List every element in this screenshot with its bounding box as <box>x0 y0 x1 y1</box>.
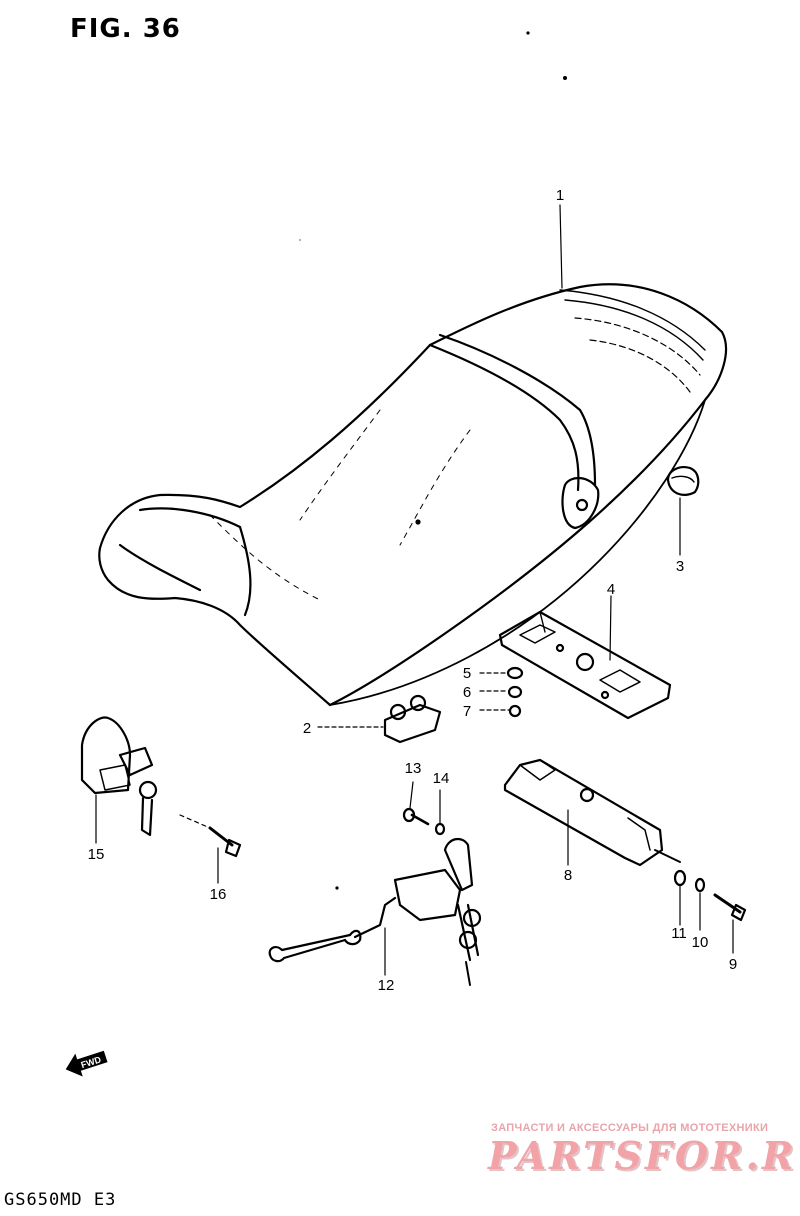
screw-13-drawing <box>402 807 430 826</box>
callout-1: 1 <box>556 187 564 204</box>
model-code: GS650MD E3 <box>4 1190 117 1210</box>
nut-drawing <box>507 685 523 699</box>
watermark-tagline: ЗАПЧАСТИ И АКСЕССУАРЫ ДЛЯ МОТОТЕХНИКИ <box>491 1122 769 1134</box>
bolt-9-drawing <box>713 893 747 922</box>
washer-11-drawing <box>673 869 687 887</box>
leader-lines <box>95 204 734 976</box>
cushion-drawing <box>666 466 700 496</box>
washer-14-drawing <box>434 822 446 836</box>
callout-7: 7 <box>463 703 471 720</box>
lock-set-drawing <box>80 716 158 837</box>
callout-2: 2 <box>303 720 311 737</box>
forward-arrow-icon: FWD <box>65 1050 108 1077</box>
callout-8: 8 <box>564 867 572 884</box>
seat-drawing <box>98 283 727 707</box>
callout-12: 12 <box>378 977 395 994</box>
hinge-bracket-drawing <box>503 758 681 867</box>
seat-bracket-drawing <box>498 610 672 720</box>
callout-11: 11 <box>671 925 687 942</box>
watermark-logo: PARTSFOR.RU <box>488 1133 800 1178</box>
washer-drawing <box>506 666 524 680</box>
callout-10: 10 <box>692 934 709 951</box>
watermark-logo-shadow: PARTSFOR.RU <box>490 1135 800 1180</box>
bolt-16-drawing <box>208 826 242 858</box>
callout-13: 13 <box>405 760 422 777</box>
callout-15: 15 <box>88 846 105 863</box>
fwd-label: FWD <box>80 1054 103 1070</box>
callout-14: 14 <box>433 770 450 787</box>
callout-3: 3 <box>676 558 684 575</box>
spring-washer-drawing <box>508 704 522 718</box>
callout-labels: 1 2 3 4 5 6 7 8 9 10 11 12 13 14 15 16 <box>88 187 738 994</box>
callout-9: 9 <box>729 956 737 973</box>
figure-title: FIG. 36 <box>70 14 181 44</box>
nut-10-drawing <box>694 877 706 893</box>
callout-6: 6 <box>463 684 471 701</box>
cushion-block-drawing <box>383 694 442 744</box>
seat-lock-drawing <box>268 837 482 986</box>
callout-16: 16 <box>210 886 227 903</box>
callout-4: 4 <box>607 581 615 598</box>
callout-5: 5 <box>463 665 471 682</box>
